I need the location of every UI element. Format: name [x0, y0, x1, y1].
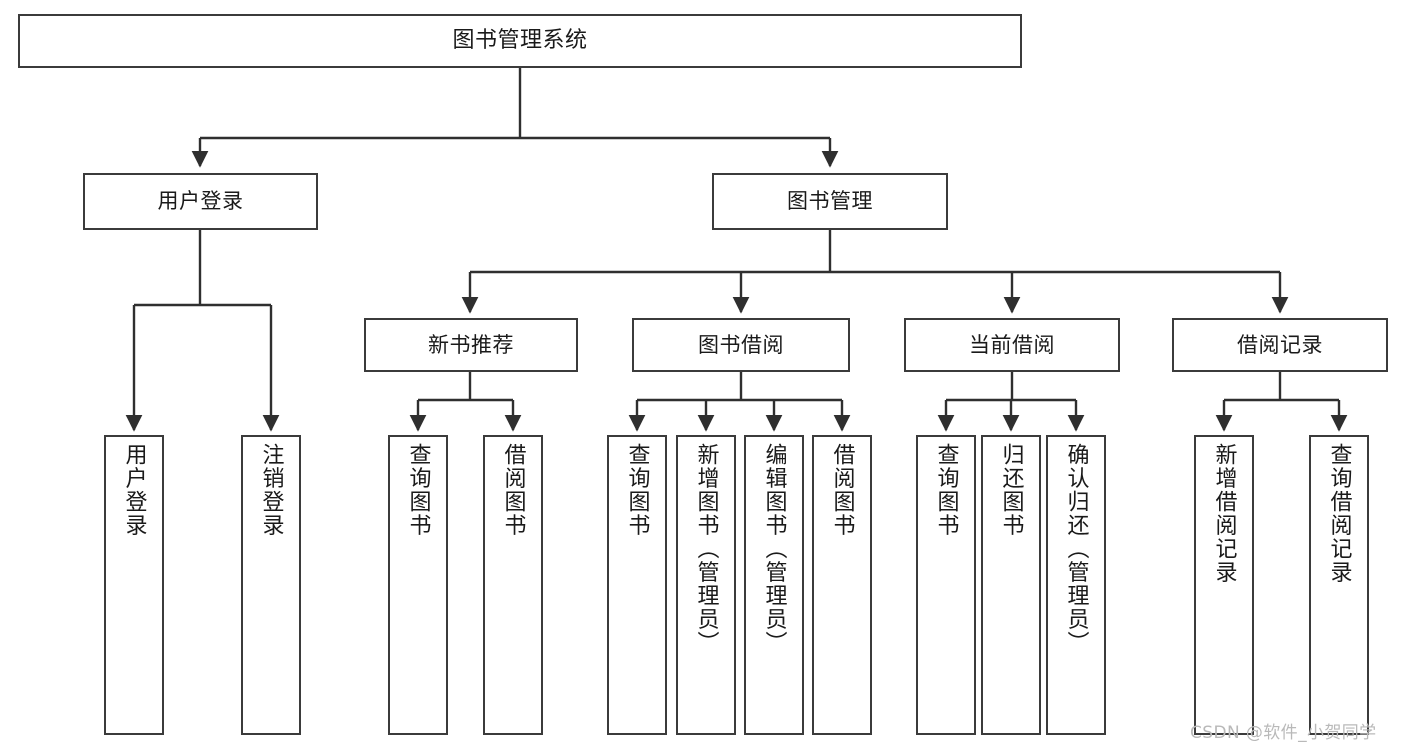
node-current-borrow[interactable]: 当前借阅: [904, 318, 1120, 372]
node-borrow-record-label: 借阅记录: [1237, 332, 1323, 357]
node-leaf-query-book-1[interactable]: 查询图书: [388, 435, 448, 735]
node-leaf-return-book-label: 归还图书: [998, 443, 1024, 537]
node-leaf-edit-book[interactable]: 编辑图书（管理员）: [744, 435, 804, 735]
node-leaf-edit-book-label: 编辑图书（管理员）: [761, 443, 787, 655]
node-leaf-query-book-2-label: 查询图书: [624, 443, 650, 537]
node-book-manage[interactable]: 图书管理: [712, 173, 948, 230]
node-leaf-query-book-3[interactable]: 查询图书: [916, 435, 976, 735]
node-leaf-add-record-label: 新增借阅记录: [1211, 443, 1237, 584]
node-root-label: 图书管理系统: [452, 28, 588, 54]
node-leaf-user-login-label: 用户登录: [121, 443, 147, 537]
node-leaf-query-book-2[interactable]: 查询图书: [607, 435, 667, 735]
node-leaf-query-record[interactable]: 查询借阅记录: [1309, 435, 1369, 735]
node-leaf-borrow-book-2-label: 借阅图书: [829, 443, 855, 537]
node-book-borrow-label: 图书借阅: [698, 332, 784, 357]
node-leaf-borrow-book-1-label: 借阅图书: [500, 443, 526, 537]
node-leaf-logout[interactable]: 注销登录: [241, 435, 301, 735]
node-leaf-query-book-3-label: 查询图书: [933, 443, 959, 537]
node-leaf-return-book[interactable]: 归还图书: [981, 435, 1041, 735]
node-leaf-query-book-1-label: 查询图书: [405, 443, 431, 537]
node-book-manage-label: 图书管理: [787, 189, 873, 214]
node-user-login[interactable]: 用户登录: [83, 173, 318, 230]
node-leaf-confirm-return-label: 确认归还（管理员）: [1063, 443, 1089, 655]
node-user-login-label: 用户登录: [157, 189, 244, 214]
node-leaf-add-book-label: 新增图书（管理员）: [693, 443, 719, 655]
node-leaf-query-record-label: 查询借阅记录: [1326, 443, 1352, 584]
node-borrow-record[interactable]: 借阅记录: [1172, 318, 1388, 372]
node-leaf-add-record[interactable]: 新增借阅记录: [1194, 435, 1254, 735]
node-leaf-logout-label: 注销登录: [258, 443, 284, 537]
node-root[interactable]: 图书管理系统: [18, 14, 1022, 68]
node-leaf-borrow-book-2[interactable]: 借阅图书: [812, 435, 872, 735]
node-book-borrow[interactable]: 图书借阅: [632, 318, 850, 372]
node-leaf-confirm-return[interactable]: 确认归还（管理员）: [1046, 435, 1106, 735]
csdn-watermark: CSDN @软件_小贺同学: [1190, 723, 1377, 743]
node-new-book-recommend[interactable]: 新书推荐: [364, 318, 578, 372]
node-leaf-borrow-book-1[interactable]: 借阅图书: [483, 435, 543, 735]
node-leaf-user-login[interactable]: 用户登录: [104, 435, 164, 735]
node-new-book-recommend-label: 新书推荐: [428, 332, 514, 357]
node-current-borrow-label: 当前借阅: [969, 332, 1055, 357]
node-leaf-add-book[interactable]: 新增图书（管理员）: [676, 435, 736, 735]
